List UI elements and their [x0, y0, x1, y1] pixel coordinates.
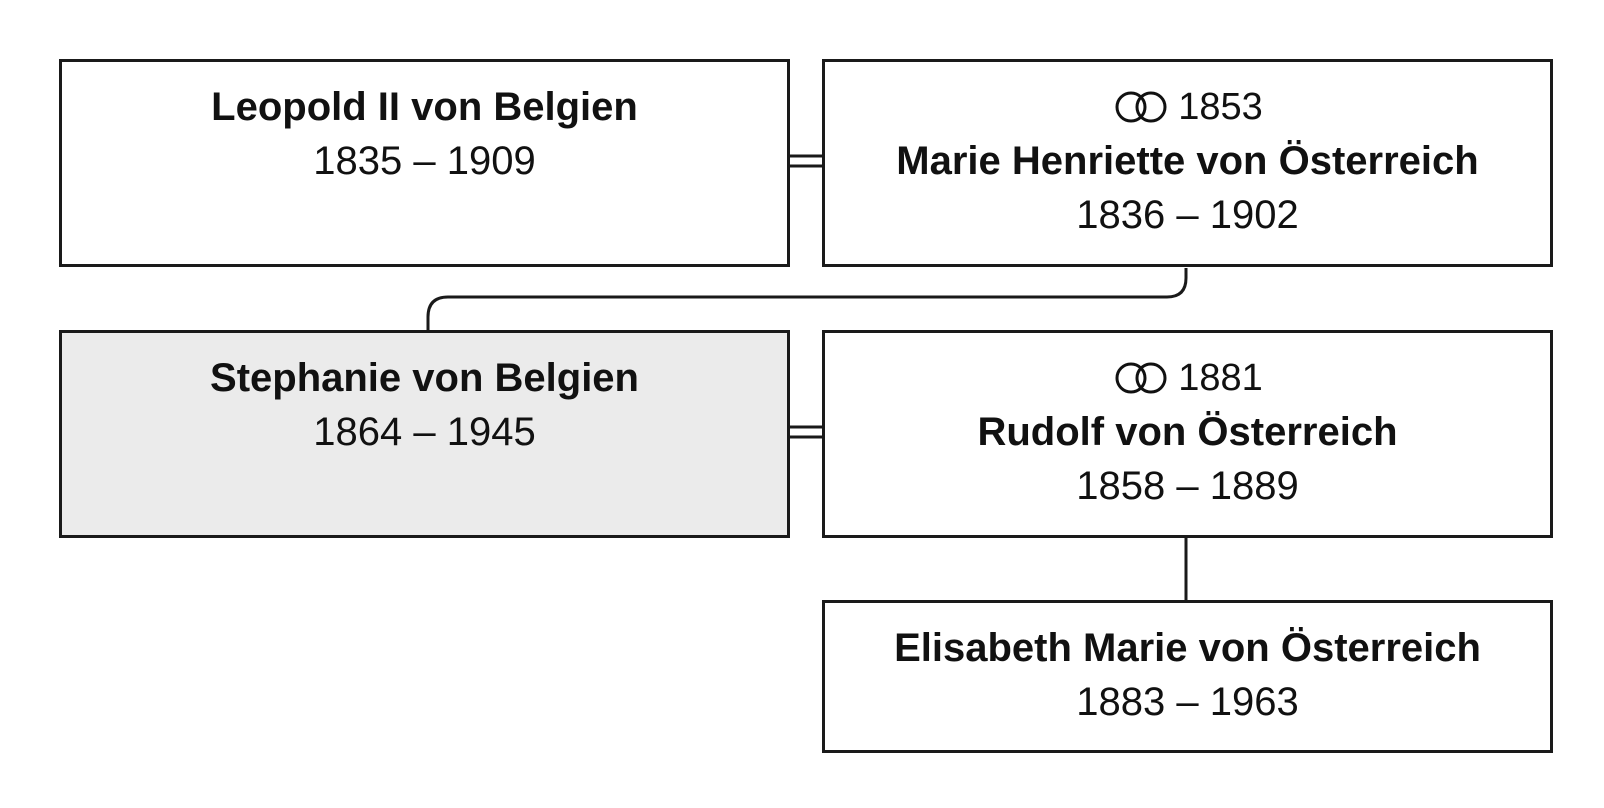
wedding-rings-icon: [1115, 362, 1167, 394]
person-box-elisabeth-marie[interactable]: Elisabeth Marie von Österreich 1883 – 19…: [822, 600, 1553, 753]
person-dates: 1836 – 1902: [1076, 193, 1299, 237]
wedding-rings-icon: [1115, 91, 1167, 123]
person-name: Stephanie von Belgien: [210, 356, 639, 400]
person-name: Marie Henriette von Österreich: [896, 139, 1479, 183]
marriage-connector-1881: [790, 425, 822, 439]
person-dates: 1864 – 1945: [313, 410, 536, 454]
person-dates: 1858 – 1889: [1076, 464, 1299, 508]
person-dates: 1883 – 1963: [1076, 680, 1299, 724]
marriage-info: 1853: [825, 80, 1550, 134]
person-box-rudolf[interactable]: 1881 Rudolf von Österreich 1858 – 1889: [822, 330, 1553, 538]
person-name: Elisabeth Marie von Österreich: [894, 626, 1481, 670]
person-name: Rudolf von Österreich: [977, 410, 1398, 454]
person-box-marie-henriette[interactable]: 1853 Marie Henriette von Österreich 1836…: [822, 59, 1553, 267]
marriage-year: 1853: [1178, 86, 1263, 128]
person-box-stephanie[interactable]: Stephanie von Belgien 1864 – 1945: [59, 330, 790, 538]
marriage-info: 1881: [825, 351, 1550, 405]
person-name: Leopold II von Belgien: [211, 85, 638, 129]
marriage-connector-1853: [790, 154, 822, 168]
person-dates: 1835 – 1909: [313, 139, 536, 183]
marriage-year: 1881: [1178, 357, 1263, 399]
parent-child-connector: [426, 268, 1188, 330]
person-box-leopold[interactable]: Leopold II von Belgien 1835 – 1909: [59, 59, 790, 267]
